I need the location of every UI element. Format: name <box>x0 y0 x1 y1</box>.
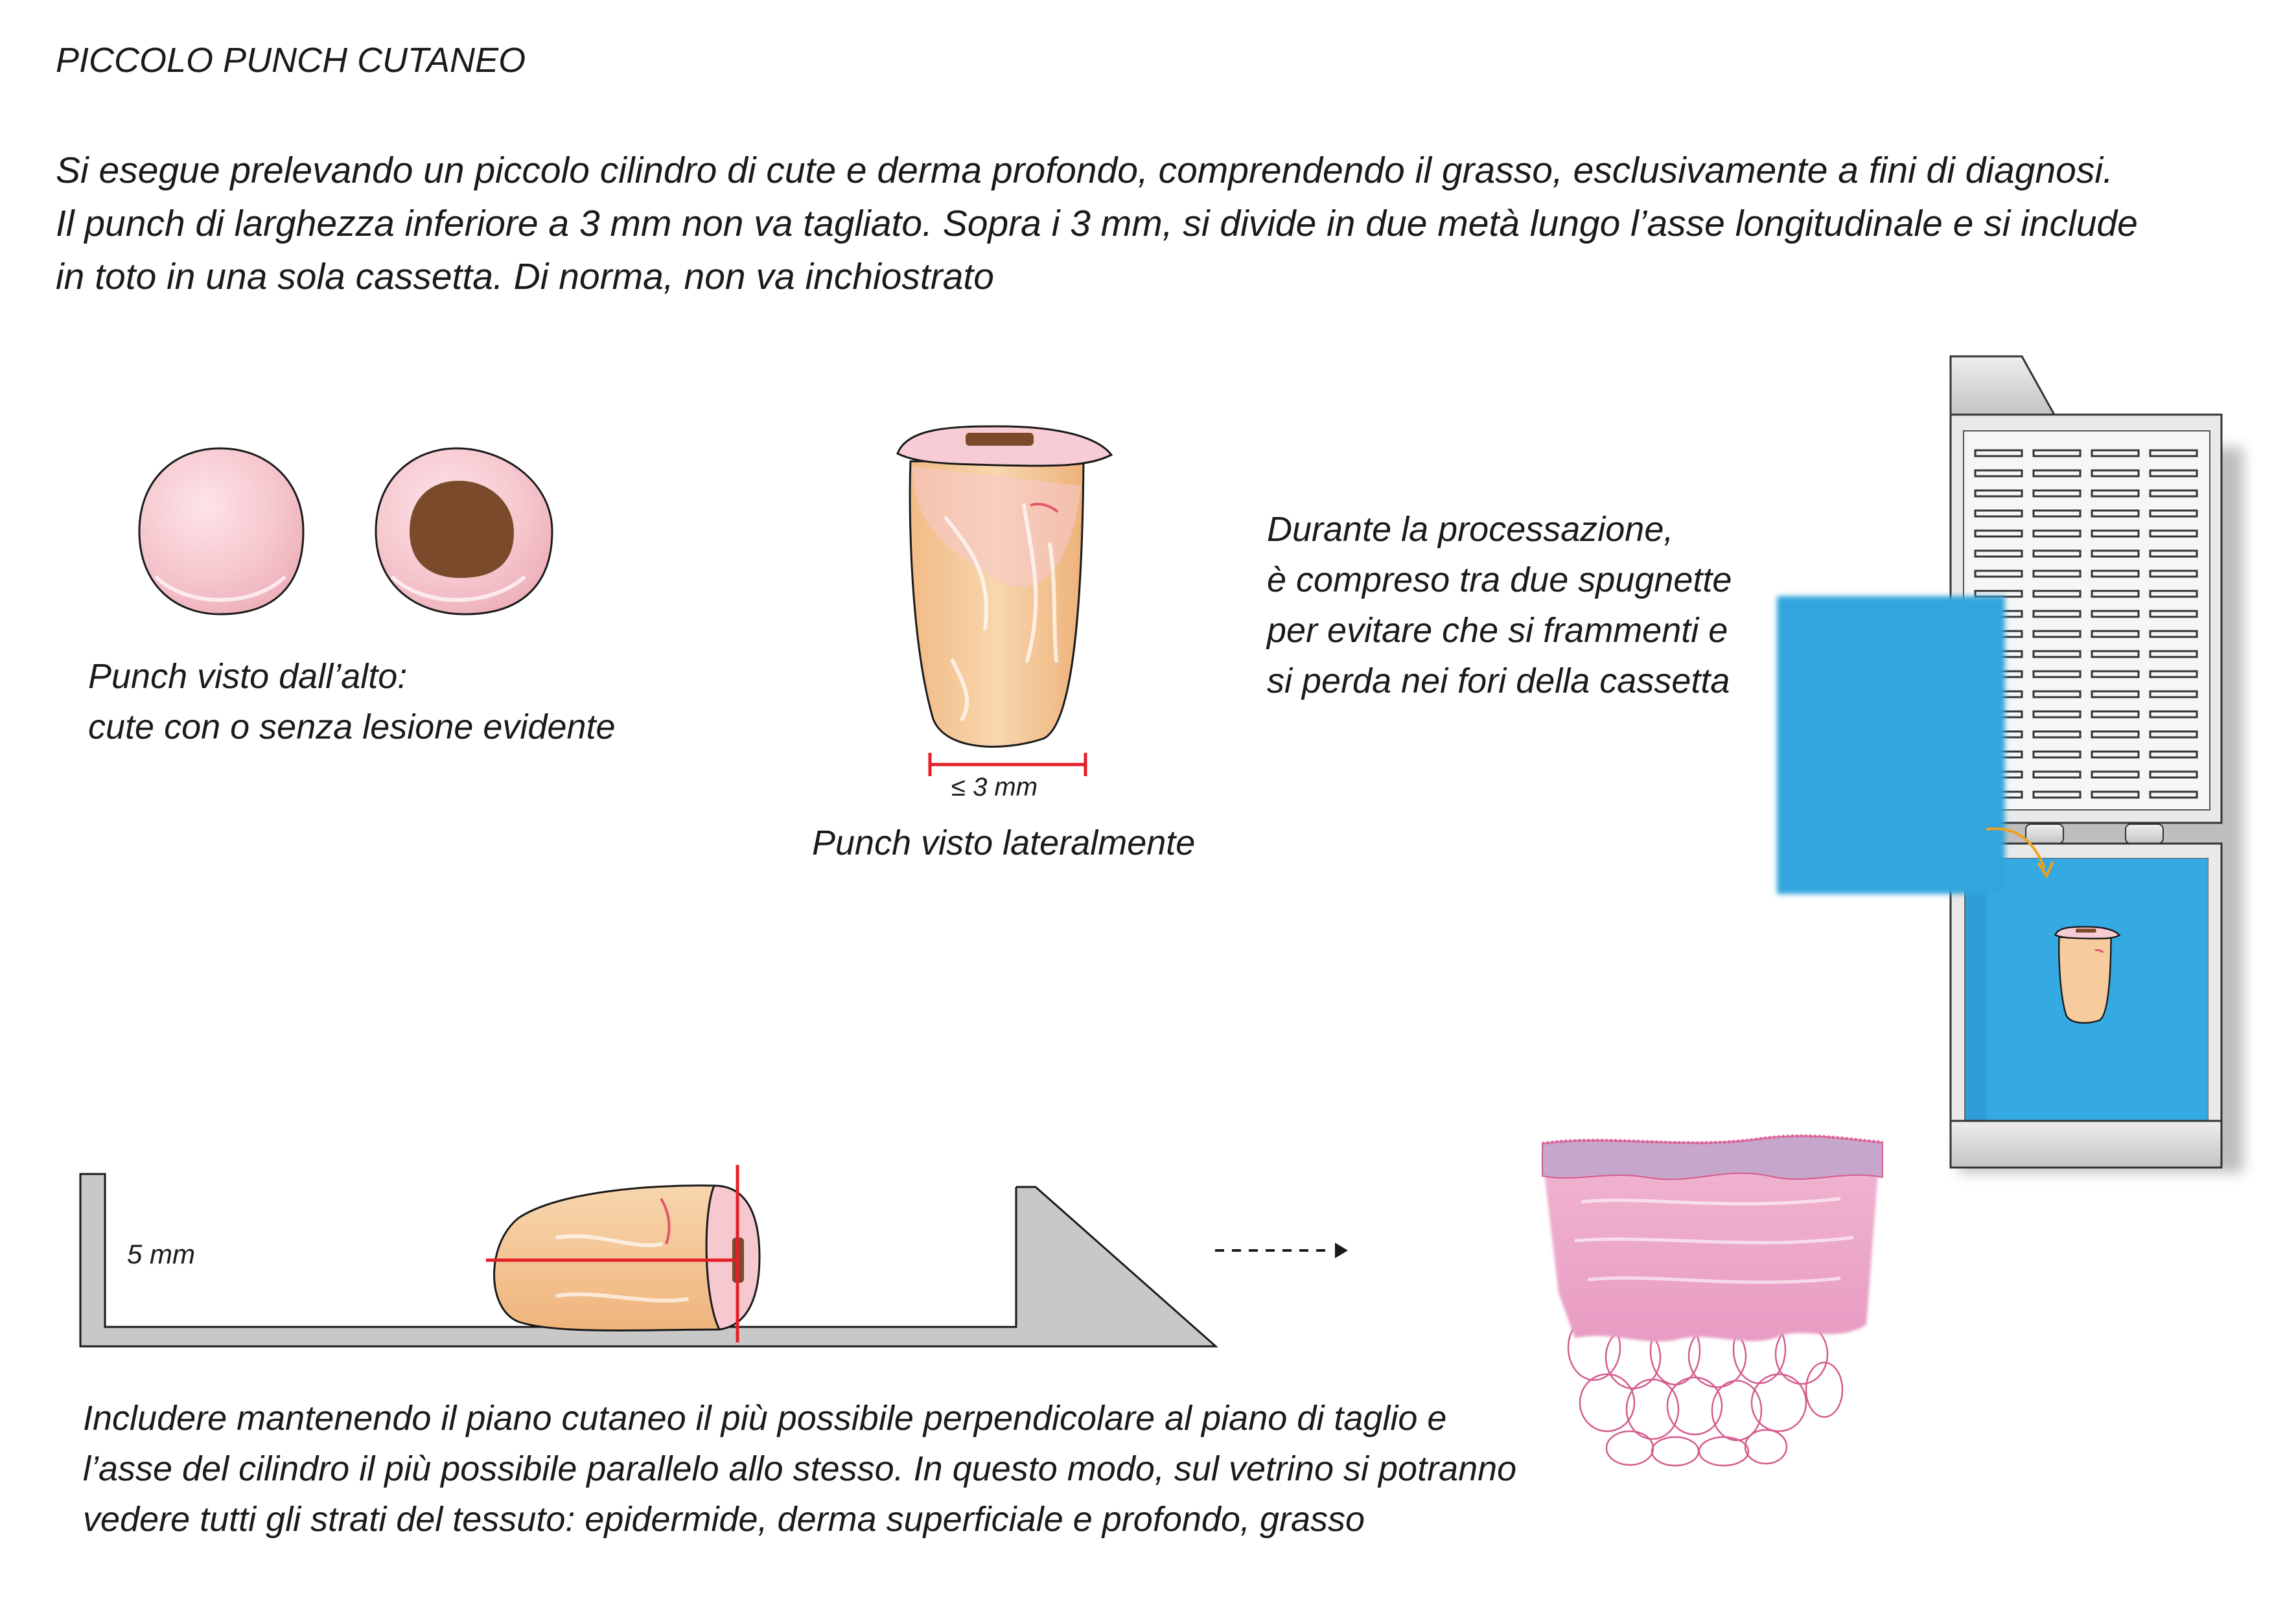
sponge <box>1777 596 2005 894</box>
cassette-slot <box>2091 690 2140 698</box>
cassette-slot <box>2032 529 2081 538</box>
cassette-slot <box>2149 590 2198 598</box>
cassette-slot <box>2091 469 2140 478</box>
cassette-slot <box>2032 690 2081 698</box>
intro-text: Si esegue prelevando un piccolo cilindro… <box>56 144 2285 303</box>
cassette-illustration <box>1777 355 2244 1173</box>
caption-line: l’asse del cilindro il più possibile par… <box>83 1449 1517 1488</box>
cassette-slot <box>2032 730 2081 739</box>
cassette-slot <box>2149 449 2198 457</box>
punch-side-view <box>896 425 1113 748</box>
embedding-caption: Includere mantenendo il piano cutaneo il… <box>83 1393 1516 1545</box>
cassette-slot <box>1974 570 2023 578</box>
intro-line: in toto in una sola cassetta. Di norma, … <box>56 256 994 297</box>
cassette-slot <box>2149 790 2198 799</box>
punch-top-plain <box>138 447 305 616</box>
cassette-slot <box>2032 650 2081 658</box>
top-view-caption: Punch visto dall’alto: cute con o senza … <box>88 651 616 752</box>
caption-line: Includere mantenendo il piano cutaneo il… <box>83 1399 1447 1438</box>
caption-line: si perda nei fori della cassetta <box>1267 662 1730 700</box>
cassette-slot <box>2091 670 2140 678</box>
intro-line: Il punch di larghezza inferiore a 3 mm n… <box>56 203 2138 244</box>
caption-line: Durante la processazione, <box>1267 510 1674 549</box>
cassette-slot <box>2091 590 2140 598</box>
embedding-mold <box>79 1165 1348 1348</box>
cassette-slot <box>2091 790 2140 799</box>
cassette-slot <box>2149 509 2198 518</box>
cassette-slot <box>2032 790 2081 799</box>
cassette-slot <box>2032 610 2081 618</box>
cassette-slot <box>2091 570 2140 578</box>
cassette-slot <box>2149 630 2198 638</box>
cassette-slot <box>2149 489 2198 498</box>
processing-caption: Durante la processazione, è compreso tra… <box>1267 504 1732 706</box>
cassette-slot <box>2091 489 2140 498</box>
cassette-slot <box>2032 509 2081 518</box>
cassette-slot <box>1974 469 2023 478</box>
cassette-slot <box>2149 529 2198 538</box>
cassette-slot <box>2032 570 2081 578</box>
cassette-slot <box>1974 489 2023 498</box>
cassette-slot <box>2091 750 2140 759</box>
cassette-slot <box>2032 469 2081 478</box>
punch-top-view <box>138 447 553 616</box>
cassette-slot <box>2149 549 2198 558</box>
cassette-slot <box>2149 730 2198 739</box>
move-arrow-icon <box>1986 827 2046 869</box>
width-label: ≤ 3 mm <box>951 773 1038 801</box>
cassette-slot <box>2091 509 2140 518</box>
caption-line: Punch visto dall’alto: <box>88 657 408 696</box>
cassette-lid-tab <box>1949 355 2056 416</box>
histology-section <box>1542 1134 1883 1467</box>
cassette-slot <box>2032 630 2081 638</box>
cassette-slot <box>1974 529 2023 538</box>
punch-top-lesion <box>375 447 553 616</box>
side-view-caption: Punch visto lateralmente <box>812 823 1196 862</box>
caption-line: vedere tutti gli strati del tessuto: epi… <box>83 1500 1365 1539</box>
cassette-slot <box>2091 710 2140 719</box>
cassette-slot <box>1974 449 2023 457</box>
cassette-slot <box>2091 650 2140 658</box>
cassette-slot <box>2149 750 2198 759</box>
cassette-slot <box>2149 670 2198 678</box>
cassette-slot <box>2149 710 2198 719</box>
cassette-slot <box>2091 730 2140 739</box>
cassette-slot <box>2149 610 2198 618</box>
cassette-slot <box>1974 509 2023 518</box>
punch-in-cassette <box>2054 926 2121 1024</box>
cassette-slot <box>2032 489 2081 498</box>
cassette-slot <box>2149 570 2198 578</box>
cassette-slot <box>2091 449 2140 457</box>
cassette-slot <box>2091 770 2140 779</box>
width-measure <box>928 753 1087 776</box>
depth-label: 5 mm <box>127 1239 195 1269</box>
cassette-slot <box>2032 590 2081 598</box>
cassette-slot <box>2032 710 2081 719</box>
epidermis-layer <box>1542 1135 1883 1180</box>
cassette-slot <box>2149 690 2198 698</box>
punch-embedded <box>493 1184 761 1332</box>
page-title: PICCOLO PUNCH CUTANEO <box>56 41 526 80</box>
caption-line: cute con o senza lesione evidente <box>88 708 616 746</box>
cassette-slot <box>2149 650 2198 658</box>
cassette-slot <box>1974 549 2023 558</box>
cassette-slot <box>2091 529 2140 538</box>
cassette-slot <box>2149 469 2198 478</box>
caption-line: è compreso tra due spugnette <box>1267 560 1732 599</box>
intro-line: Si esegue prelevando un piccolo cilindro… <box>56 150 2113 191</box>
cassette-slot <box>2091 549 2140 558</box>
caption-line: per evitare che si frammenti e <box>1267 611 1728 650</box>
cassette-slot <box>2032 770 2081 779</box>
dermis-layer <box>1542 1157 1879 1342</box>
cassette-slot <box>2032 670 2081 678</box>
cassette-slot <box>2091 610 2140 618</box>
cassette-slot <box>2091 630 2140 638</box>
cassette-slot <box>2032 549 2081 558</box>
fat-layer <box>1567 1314 1844 1467</box>
cassette-slot <box>2032 449 2081 457</box>
cassette-slot <box>2032 750 2081 759</box>
cassette-slot <box>2149 770 2198 779</box>
